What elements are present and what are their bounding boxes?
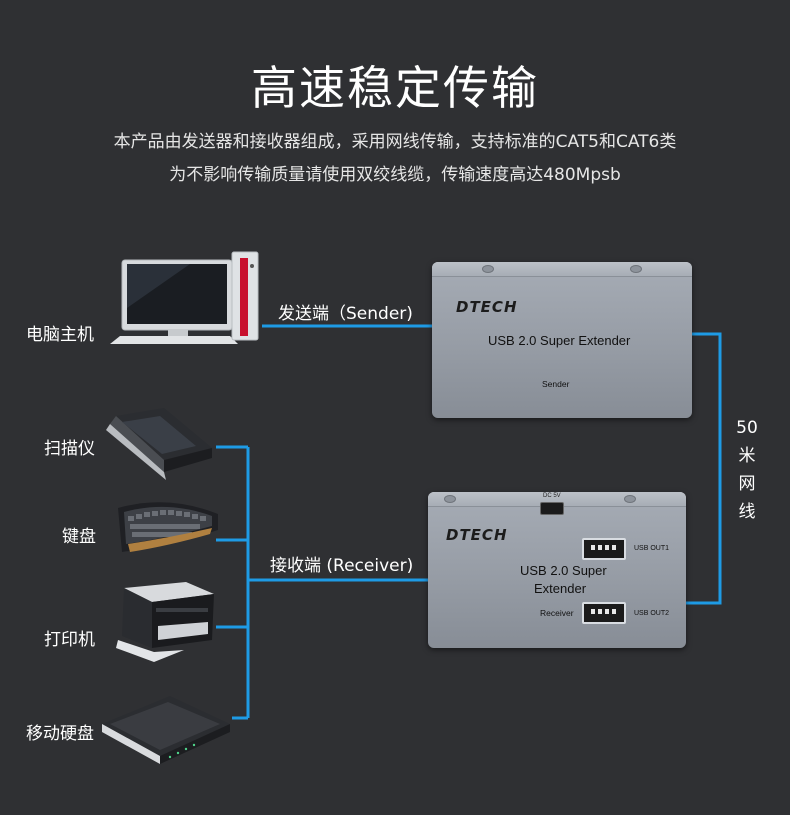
usb-out2-port[interactable] <box>582 602 626 624</box>
computer-label: 电脑主机 <box>26 325 94 345</box>
receiver-model-line-2: Extender <box>534 581 587 596</box>
printer-label: 打印机 <box>44 630 95 650</box>
receiver-brand: DTECH <box>446 526 508 544</box>
hdd-label: 移动硬盘 <box>26 724 94 744</box>
network-label-char: 网 <box>738 474 756 494</box>
screw-icon <box>630 265 642 273</box>
network-label-char: 米 <box>738 446 756 466</box>
keyboard-icon <box>114 494 222 556</box>
screw-icon <box>482 265 494 273</box>
sender-cable-label: 发送端（Sender) <box>278 304 413 324</box>
hdd-icon <box>98 690 232 766</box>
page-title: 高速稳定传输 <box>251 61 539 115</box>
dc-label: DC 5V <box>543 493 561 499</box>
dc-power-port[interactable] <box>540 502 564 515</box>
printer-icon <box>114 578 216 662</box>
description-line-2: 为不影响传输质量请使用双绞线缆，传输速度高达480Mpsb <box>169 165 621 185</box>
scanner-label: 扫描仪 <box>44 439 95 459</box>
computer-icon <box>100 248 265 348</box>
usb-out2-label: USB OUT2 <box>634 610 670 617</box>
description-line-1: 本产品由发送器和接收器组成，采用网线传输，支持标准的CAT5和CAT6类 <box>113 132 677 152</box>
keyboard-label: 键盘 <box>62 527 96 547</box>
screw-icon <box>444 495 456 503</box>
receiver-unit: DC 5V DTECH USB 2.0 Super Extender USB O… <box>428 492 686 648</box>
sender-tag: Sender <box>542 379 570 389</box>
sender-model: USB 2.0 Super Extender <box>488 333 631 348</box>
receiver-tag: Receiver <box>540 608 574 618</box>
receiver-cable-label: 接收端 (Receiver) <box>270 556 414 576</box>
screw-icon <box>624 495 636 503</box>
network-cable <box>686 332 722 605</box>
network-cable-label: 50 米 网 线 <box>732 414 762 526</box>
network-label-char: 50 <box>736 418 758 438</box>
scanner-icon <box>104 408 216 486</box>
usb-out1-port[interactable] <box>582 538 626 560</box>
usb-out1-label: USB OUT1 <box>634 545 670 552</box>
sender-unit: DTECH USB 2.0 Super Extender Sender <box>432 262 692 418</box>
sender-brand: DTECH <box>456 298 518 316</box>
receiver-model-line-1: USB 2.0 Super <box>520 563 607 578</box>
network-label-char: 线 <box>738 502 756 522</box>
